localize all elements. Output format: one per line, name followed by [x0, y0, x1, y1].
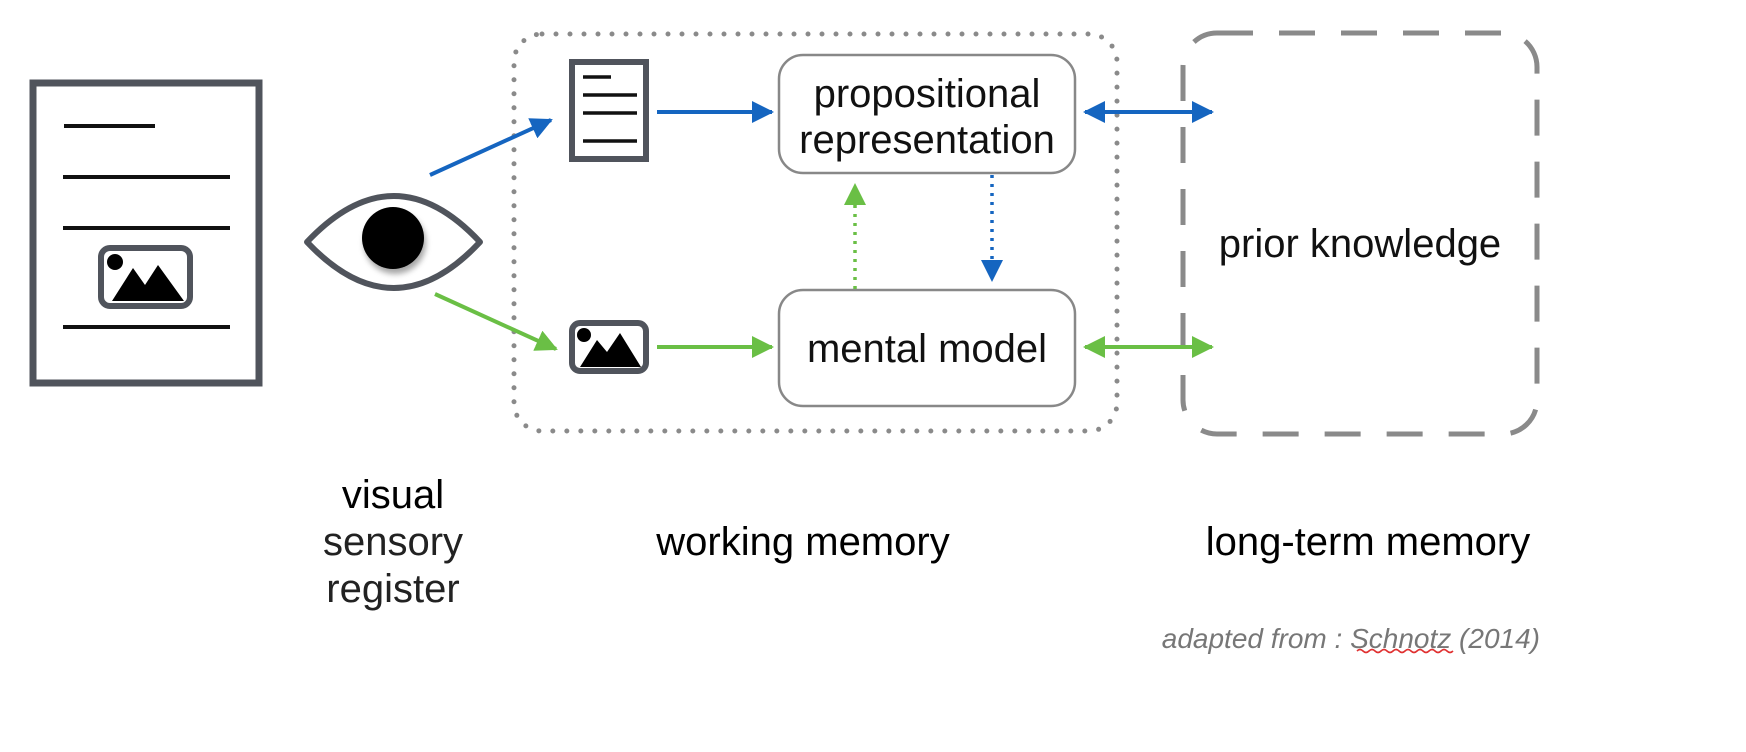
picture-icon — [98, 245, 193, 309]
source-credit: adapted from : Schnotz (2014) — [1162, 623, 1540, 654]
eye-icon — [304, 193, 483, 291]
picture-icon — [569, 320, 649, 374]
credit-year: (2014) — [1451, 623, 1540, 654]
mental-model-label: mental model — [807, 327, 1047, 371]
caption-visual: visual — [342, 473, 444, 517]
prior-knowledge-label: prior knowledge — [1219, 222, 1501, 266]
caption-long-term-memory: long-term memory — [1206, 520, 1531, 564]
spellcheck-underline — [1356, 648, 1454, 654]
credit-author: Schnotz — [1350, 623, 1451, 654]
caption-working-memory: working memory — [655, 520, 949, 564]
eye-to-text-arrow — [429, 118, 553, 177]
long-term-memory-region — [1180, 30, 1540, 437]
caption-sensory: sensory — [323, 520, 463, 564]
working-memory-region — [511, 31, 1120, 434]
eye-to-picture-arrow — [434, 292, 558, 351]
text-document-icon — [569, 59, 649, 162]
mental-model-box: mental model — [777, 288, 1077, 408]
document-icon — [29, 79, 263, 387]
propositional-label-line1: propositional — [814, 72, 1041, 116]
credit-prefix: adapted from : — [1162, 623, 1350, 654]
caption-register: register — [326, 567, 459, 611]
propositional-label-line2: representation — [799, 118, 1055, 162]
propositional-representation-box: propositional representation — [777, 53, 1077, 175]
